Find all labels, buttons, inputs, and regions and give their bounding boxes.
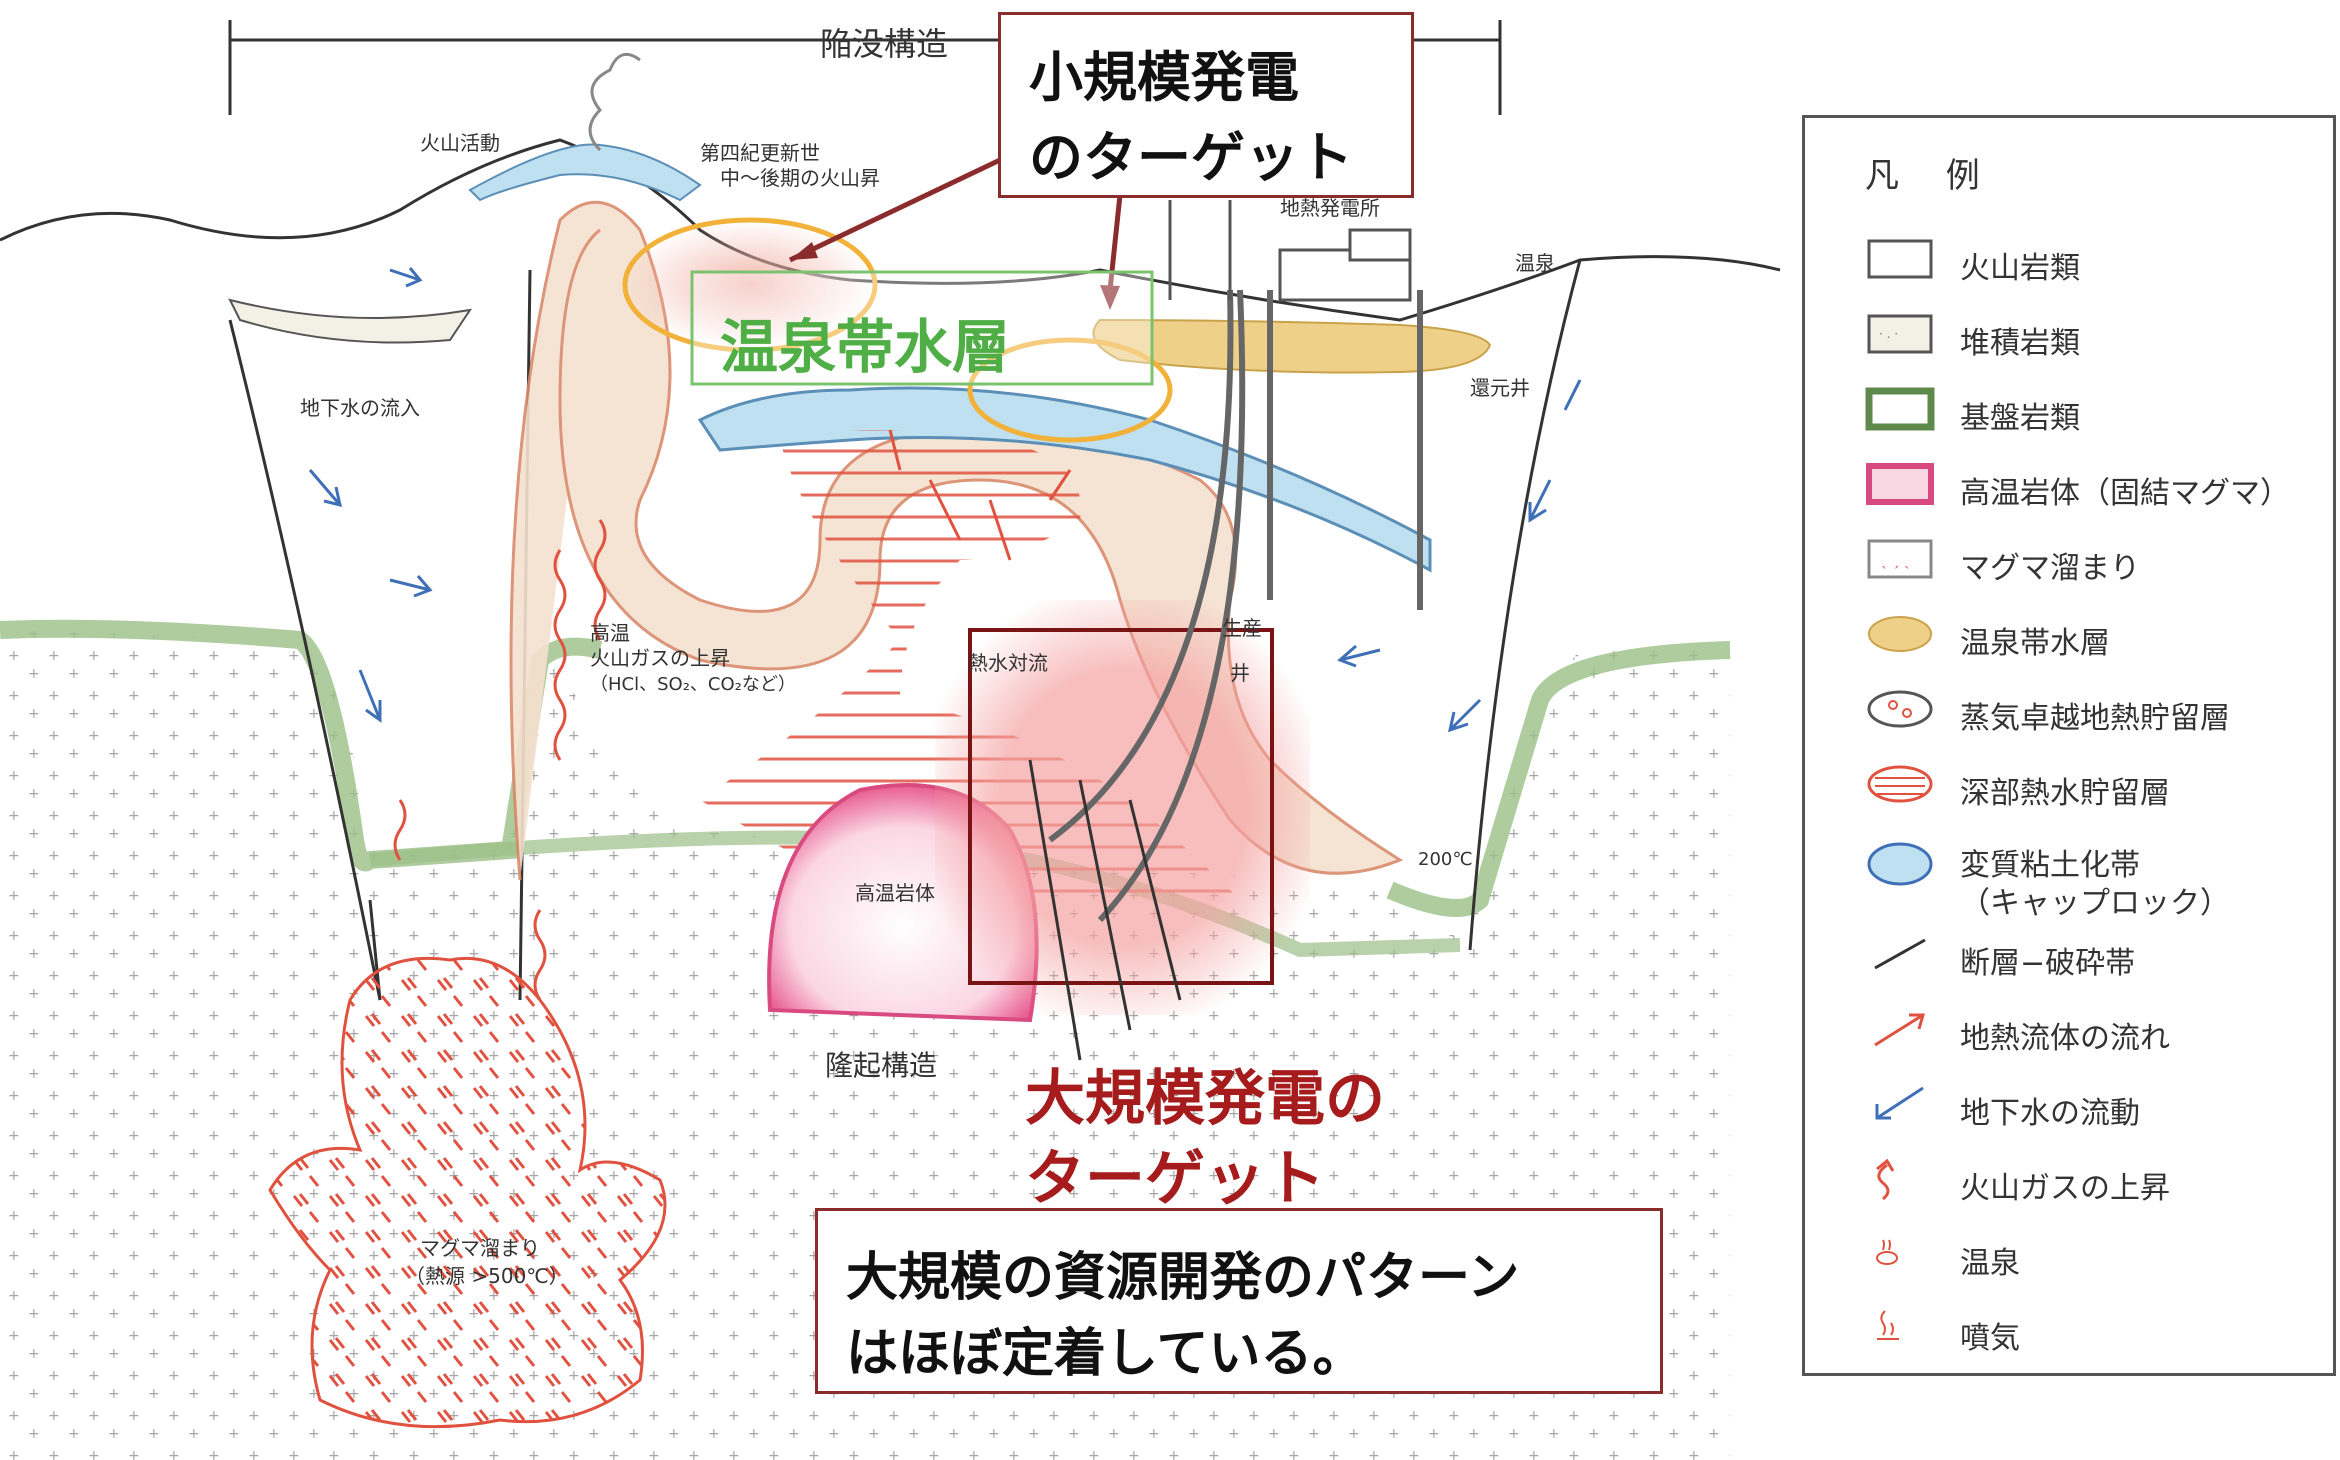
svg-text:ˎ ˏ ˎ: ˎ ˏ ˎ [1881,553,1911,569]
label-gas-rise-2: 火山ガスの上昇 [590,646,730,670]
legend-label: 深部熱水貯留層 [1960,776,2170,811]
label-gas-rise-1: 高温 [590,621,630,645]
small-target-line-2: のターゲット [1029,126,1353,189]
label-gas-rise-3: （HCl、SO₂、CO₂など） [590,674,796,695]
onsen-aquifer-label: 温泉帯水層 [720,313,1011,381]
legend-label: 基盤岩類 [1960,401,2080,436]
onsen-label-box [690,270,1154,386]
legend-item-deep-hot-water-reservoir: 深部熱水貯留層 [1865,758,2325,818]
label-quaternary2: 中〜後期の火山昇 [720,166,880,190]
legend-label: 火山岩類 [1960,251,2080,286]
legend-label: 変質粘土化帯 [1960,848,2140,883]
legend-label: 地熱流体の流れ [1960,1021,2170,1056]
small-target-line-1: 小規模発電 [1029,46,1299,109]
label-hot-rock: 高温岩体 [855,881,935,905]
legend-item-altered-clay-zone: 変質粘土化帯 [1865,830,2325,890]
legend-title: 凡 例 [1865,156,1998,196]
label-groundwater-inflow: 地下水の流入 [300,396,420,420]
legend-item-geothermal-flow: 地熱流体の流れ [1865,1003,2325,1063]
legend-item-hot-rock: 高温岩体（固結マグマ） [1865,458,2325,518]
legend-label: 蒸気卓越地熱貯留層 [1960,701,2230,736]
legend-label: 火山ガスの上昇 [1960,1171,2170,1206]
legend-item-volcanic-rock: 火山岩類 [1865,233,2325,293]
label-magma-2: （熱源 >500℃） [405,1264,569,1288]
magma-chamber [268,956,667,1429]
legend-item-hot-spring-aquifer: 温泉帯水層 [1865,608,2325,668]
legend-item-magma-chamber: ˎ ˏ ˎ マグマ溜まり [1865,533,2325,593]
note-line-1: 大規模の資源開発のパターン [846,1248,1520,1308]
large-target-line-1: 大規模発電の [1025,1064,1385,1134]
deep-hot-water-reservoir [700,430,1240,900]
label-uplift: 隆起構造 [825,1049,937,1082]
legend-item-fault: 断層−破砕帯 [1865,928,2325,988]
legend-item-cap-rock: （キャップロック） [1865,868,2325,928]
legend-item-basement-rock: 基盤岩類 [1865,383,2325,443]
legend-label: 地下水の流動 [1960,1096,2140,1131]
large-target-line-2: ターゲット [1025,1144,1325,1214]
legend-item-hot-spring: 温泉 [1865,1228,2325,1288]
label-convection: 熱水対流 [968,651,1048,675]
note-callout: 大規模の資源開発のパターン はほぼ定着している。 [815,1208,1663,1394]
label-production-well-2: 井 [1230,661,1250,685]
legend-item-fumarole: 噴気 [1865,1303,2325,1363]
label-geothermal-plant: 地熱発電所 [1280,196,1380,220]
legend-item-sedimentary-rock: · . · 堆積岩類 [1865,308,2325,368]
basement-green-band-right [1386,641,1731,917]
hot-spring-icon [1876,1239,1898,1265]
note-line-2: はほぼ定着している。 [846,1324,1365,1384]
legend-label: 温泉帯水層 [1960,626,2110,661]
legend-item-gas-rise: 火山ガスの上昇 [1865,1153,2325,1213]
legend-label: 断層−破砕帯 [1960,946,2136,981]
label-temp-200: 200℃ [1418,849,1473,870]
label-hot-spring: 温泉 [1515,251,1555,275]
label-volcanic-activity: 火山活動 [420,131,500,155]
label-reinjection-well: 還元井 [1470,376,1530,400]
large-target-glow [935,600,1310,1015]
svg-text:· . ·: · . · [1879,327,1898,341]
fumarole-icon [1877,1310,1899,1340]
legend-label: （キャップロック） [1960,886,2230,921]
legend-label: 高温岩体（固結マグマ） [1960,476,2290,511]
small-target-circle-2 [967,337,1173,443]
legend-panel: 凡 例 火山岩類 · . · 堆積岩類 基盤岩類 高温岩体（固結マグマ） ˎ ˏ… [1802,115,2336,1376]
hot-spring-aquifer-layer [1092,318,1492,374]
cap-rock-volcano [468,143,702,202]
label-subsidence: 陥没構造 [820,25,948,63]
legend-label: 堆積岩類 [1960,326,2080,361]
label-production-well-1: 生産 [1222,616,1262,640]
label-magma-1: マグマ溜まり [420,1236,540,1260]
label-quaternary: 第四紀更新世 [700,141,820,165]
legend-label: 噴気 [1960,1321,2020,1356]
legend-label: マグマ溜まり [1960,551,2140,586]
small-target-callout: 小規模発電 のターゲット [998,12,1414,198]
legend-item-groundwater-flow: 地下水の流動 [1865,1078,2325,1138]
legend-label: 温泉 [1960,1246,2020,1281]
legend-item-steam-reservoir: 蒸気卓越地熱貯留層 [1865,683,2325,743]
